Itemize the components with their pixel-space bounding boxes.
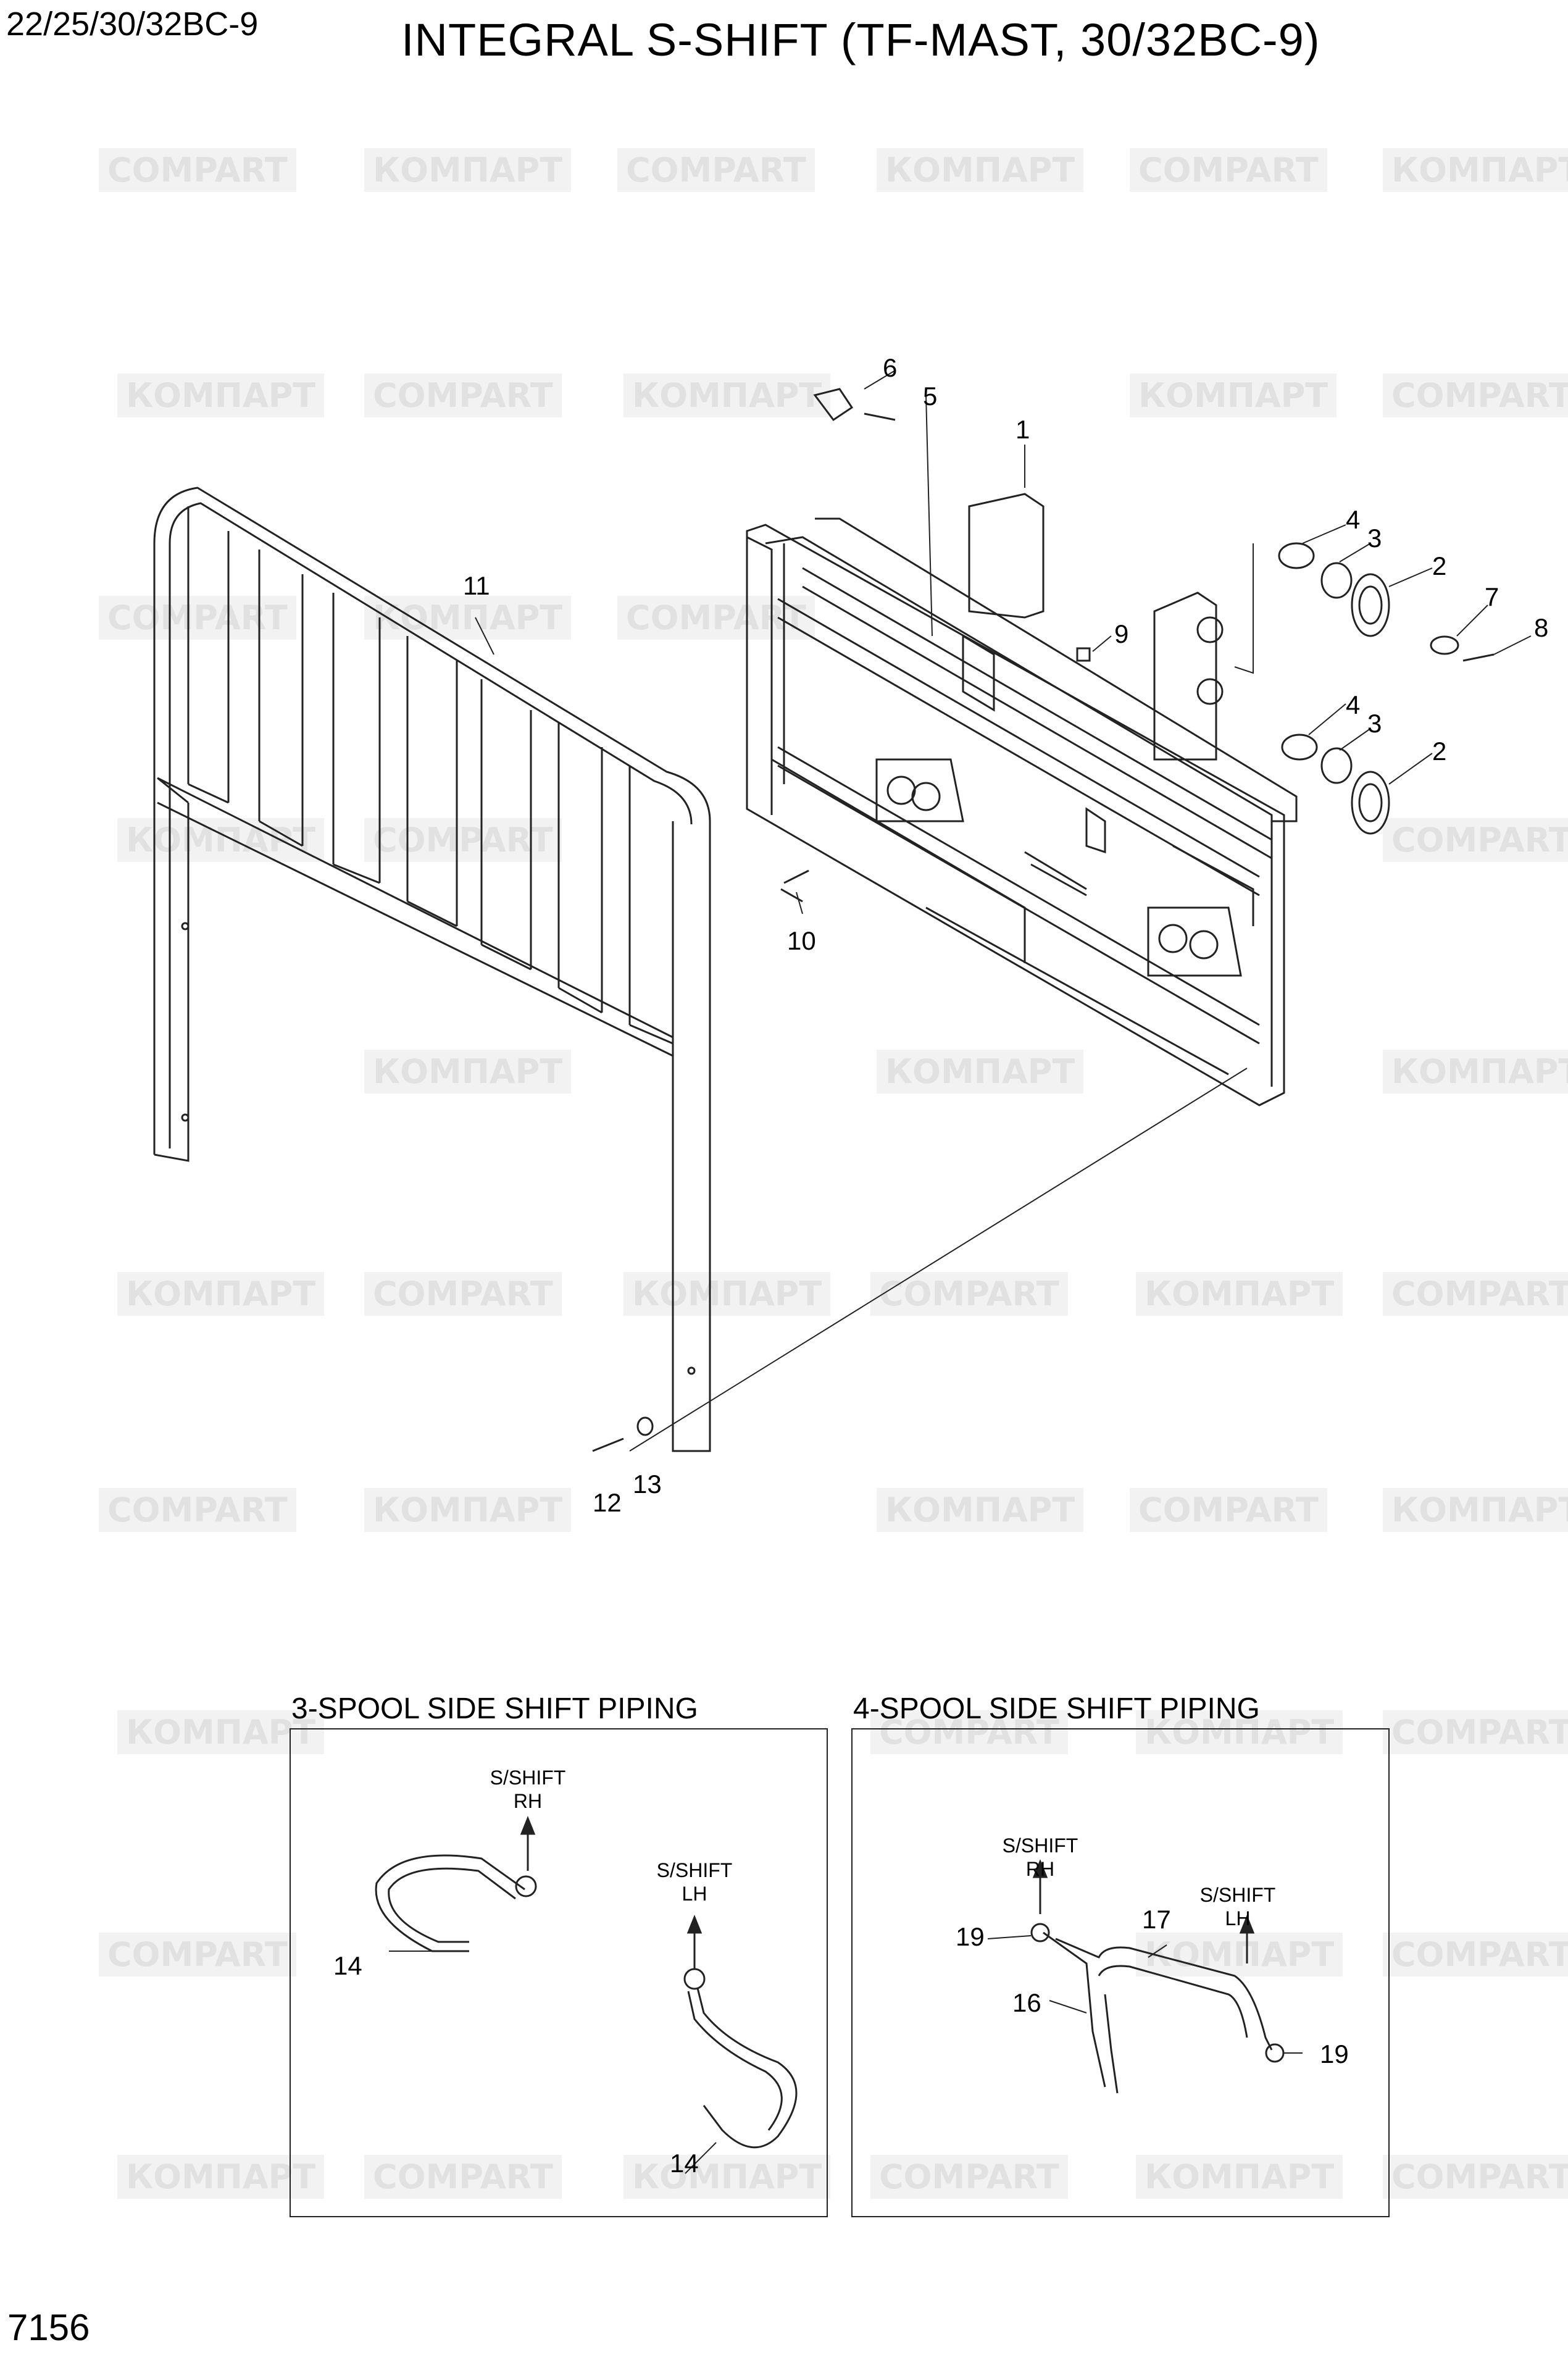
- watermark: КОМПАРТ: [877, 1050, 1084, 1094]
- inset-3spool-lh-label: S/SHIFT LH: [656, 1859, 733, 1905]
- watermark: КОМПАРТ: [117, 2155, 325, 2199]
- watermark: COMPART: [870, 1272, 1068, 1316]
- callout-8: 8: [1534, 613, 1549, 642]
- small-fasteners: [592, 388, 1091, 1452]
- watermark: COMPART: [99, 1933, 296, 1976]
- watermark: COMPART: [617, 148, 815, 192]
- callout-4: 4: [1346, 690, 1361, 719]
- callout-3: 3: [1367, 524, 1382, 553]
- watermark: COMPART: [1383, 2155, 1568, 2199]
- watermark: COMPART: [870, 2155, 1068, 2199]
- inset-4spool-lh-label: S/SHIFT LH: [1199, 1884, 1276, 1930]
- load-backrest: [153, 487, 711, 1452]
- watermark: КОМПАРТ: [1136, 1933, 1343, 1976]
- watermark: КОМПАРТ: [1383, 1050, 1568, 1094]
- model-label: 22/25/30/32BC-9: [6, 6, 259, 43]
- watermark: КОМПАРТ: [364, 596, 572, 640]
- watermark: КОМПАРТ: [117, 818, 325, 862]
- watermark: COMPART: [364, 2155, 562, 2199]
- watermark: COMPART: [1130, 148, 1327, 192]
- callout-2: 2: [1432, 737, 1447, 766]
- callout-7: 7: [1485, 582, 1499, 611]
- watermark: COMPART: [99, 148, 296, 192]
- watermark: КОМПАРТ: [364, 148, 572, 192]
- watermark: COMPART: [1383, 818, 1568, 862]
- callout-13: 13: [633, 1470, 662, 1499]
- watermark: КОМПАРТ: [623, 374, 831, 417]
- leader-lines: [475, 370, 1532, 1452]
- callout-17: 17: [1142, 1905, 1171, 1934]
- watermark: COMPART: [99, 1488, 296, 1532]
- watermark: COMPART: [1383, 1272, 1568, 1316]
- watermark: КОМПАРТ: [877, 1488, 1084, 1532]
- callout-11: 11: [463, 571, 490, 600]
- watermark: COMPART: [99, 596, 296, 640]
- watermark: КОМПАРТ: [1136, 2155, 1343, 2199]
- watermark: КОМПАРТ: [117, 1272, 325, 1316]
- inset-3spool-rh-label: S/SHIFT RH: [490, 1767, 566, 1812]
- watermark: КОМПАРТ: [877, 148, 1084, 192]
- callout-19: 19: [956, 1922, 985, 1951]
- watermark: COMPART: [364, 1272, 562, 1316]
- side-shift-carriage: [746, 493, 1298, 1106]
- page-title: INTEGRAL S-SHIFT (TF-MAST, 30/32BC-9): [401, 14, 1320, 65]
- watermark: COMPART: [1383, 374, 1568, 417]
- watermark: COMPART: [1383, 1710, 1568, 1754]
- watermark: COMPART: [364, 374, 562, 417]
- callout-14: 14: [333, 1951, 362, 1980]
- inset-4spool-rh-label: S/SHIFT RH: [1002, 1834, 1078, 1880]
- callout-14: 14: [670, 2149, 699, 2178]
- inset-4spool-drawing: [851, 1728, 1390, 2217]
- callout-19: 19: [1320, 2039, 1349, 2068]
- watermark: КОМПАРТ: [1136, 1710, 1343, 1754]
- watermark: COMPART: [1130, 1488, 1327, 1532]
- callout-5: 5: [923, 382, 938, 411]
- inset-4spool-title: 4-SPOOL SIDE SHIFT PIPING: [853, 1692, 1260, 1725]
- callout-16: 16: [1012, 1988, 1041, 2017]
- watermark: КОМПАРТ: [623, 2155, 831, 2199]
- callout-6: 6: [883, 353, 898, 382]
- watermark: КОМПАРТ: [364, 1488, 572, 1532]
- watermark: КОМПАРТ: [364, 1050, 572, 1094]
- callout-2: 2: [1432, 551, 1447, 580]
- watermark: КОМПАРТ: [117, 374, 325, 417]
- callout-10: 10: [787, 926, 816, 955]
- watermark: COMPART: [364, 818, 562, 862]
- watermark: КОМПАРТ: [1383, 148, 1568, 192]
- watermark: COMPART: [617, 596, 815, 640]
- callout-3: 3: [1367, 709, 1382, 738]
- callout-9: 9: [1114, 619, 1129, 648]
- inset-3spool-title: 3-SPOOL SIDE SHIFT PIPING: [291, 1692, 698, 1725]
- inset-3spool-drawing: [290, 1728, 828, 2217]
- watermark: КОМПАРТ: [623, 1272, 831, 1316]
- roller-assembly-lower: [1281, 734, 1390, 835]
- callout-4: 4: [1346, 505, 1361, 534]
- watermark: COMPART: [1383, 1933, 1568, 1976]
- watermark: КОМПАРТ: [1383, 1488, 1568, 1532]
- callout-12: 12: [593, 1488, 622, 1517]
- callout-1: 1: [1015, 415, 1030, 444]
- page-number: 7156: [7, 2307, 90, 2348]
- watermark: КОМПАРТ: [1136, 1272, 1343, 1316]
- watermark: КОМПАРТ: [1130, 374, 1337, 417]
- roller-assembly-upper: [1278, 542, 1495, 662]
- watermark: КОМПАРТ: [117, 1710, 325, 1754]
- watermark: COMPART: [870, 1710, 1068, 1754]
